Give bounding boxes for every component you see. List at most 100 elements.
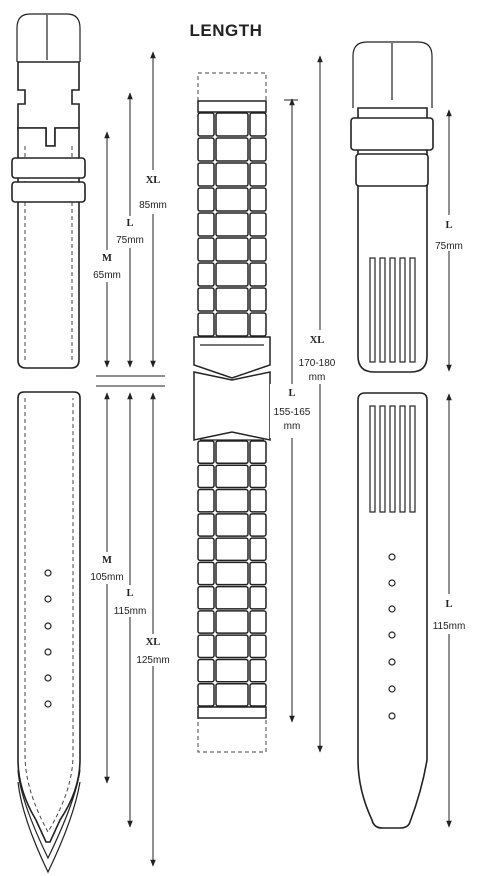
bracelet-link-segment: [197, 682, 215, 707]
label-bg: [270, 384, 314, 438]
left-strap-keeper-upper: [11, 157, 86, 179]
label-bg: [138, 170, 170, 214]
right-strap-hole: [388, 631, 396, 639]
right-strap-hole: [388, 685, 396, 693]
left-strap-tail-half: [17, 391, 81, 874]
label-bg: [114, 216, 146, 248]
dim-right-l-size-label: L: [445, 220, 452, 231]
diagram-title: LENGTH: [190, 21, 263, 40]
left-strap-hole: [44, 595, 52, 603]
bracelet-link-segment: [197, 513, 215, 537]
right-strap-hole: [388, 553, 396, 561]
label-bg: [298, 330, 342, 384]
left-strap-tail-l-outline: [17, 769, 81, 860]
bracelet-end-link-top: [197, 100, 267, 113]
left-strap-keeper-lower: [11, 181, 86, 203]
bracelet-link-segment: [215, 682, 249, 707]
left-strap-hole: [44, 569, 52, 577]
bracelet-link-segment: [249, 440, 267, 465]
bracelet-link-segment: [197, 658, 215, 683]
bracelet-link-segment: [249, 212, 267, 237]
dim-right-l-length-label: 75mm: [435, 241, 463, 252]
bracelet-link-segment: [249, 585, 267, 610]
dim-m-length-label: 105mm: [90, 572, 123, 583]
bracelet-link-segment: [197, 312, 215, 337]
bracelet-link-segment: [249, 658, 267, 683]
dim-xl-size-label: XL: [146, 637, 161, 648]
right-buckle-frame: [352, 41, 433, 108]
bracelet-link-segment: [249, 561, 267, 586]
bracelet-link-segment: [215, 610, 249, 634]
dim-m-size-label: M: [102, 555, 112, 566]
bracelet-link-segment: [249, 237, 267, 262]
bracelet-link-segment: [249, 610, 267, 634]
bracelet-link-segment: [197, 488, 215, 513]
bracelet-clasp-cover: [193, 336, 271, 379]
right-strap-holes: [388, 553, 396, 720]
strap-groove: [409, 405, 416, 513]
left-strap-tail-xl-outline: [17, 781, 81, 874]
dim-bracelet-xl-length-label: 170-180: [299, 358, 336, 369]
right-strap-hole: [388, 712, 396, 720]
bracelet-link-segment: [249, 634, 267, 659]
bracelet-link-segment: [197, 634, 215, 659]
label-bg: [112, 585, 148, 617]
bracelet-link-segment: [197, 237, 215, 262]
bracelet-links-lower: [197, 440, 267, 707]
bracelet-link-segment: [197, 585, 215, 610]
left-strap-holes: [44, 569, 52, 708]
bracelet-link-segment: [197, 537, 215, 562]
bracelet-links-upper: [197, 112, 267, 337]
bracelet-link-segment: [249, 262, 267, 287]
bracelet-end-link-bottom: [197, 706, 267, 719]
strap-groove: [399, 405, 406, 513]
left-buckle-dimensions: XL 85mm L 75mm M 65mm: [91, 51, 170, 377]
strap-groove: [389, 257, 396, 363]
bracelet-link-segment: [249, 187, 267, 212]
strap-groove: [409, 257, 416, 363]
bracelet-link-segment: [215, 137, 249, 162]
right-strap-buckle-half: [350, 41, 434, 373]
dim-right-l-length-label: 115mm: [433, 621, 466, 632]
label-bg: [135, 634, 171, 666]
bracelet-link-segment: [215, 488, 249, 513]
bracelet-xl-extension-top: [197, 72, 267, 104]
bracelet-link-segment: [249, 112, 267, 137]
dim-m-size-label: M: [102, 253, 112, 264]
bracelet-link-segment: [197, 464, 215, 489]
bracelet-link-segment: [215, 112, 249, 137]
strap-groove: [369, 257, 376, 363]
dim-xl-length-label: 125mm: [136, 655, 169, 666]
left-strap-hole: [44, 700, 52, 708]
dim-bracelet-l-size-label: L: [288, 388, 295, 399]
strap-groove: [379, 405, 386, 513]
strap-groove: [379, 257, 386, 363]
right-strap-dimensions: L 75mm L 115mm: [430, 109, 470, 828]
label-bg: [432, 215, 468, 251]
bracelet-link-segment: [197, 287, 215, 312]
right-strap-hole: [388, 605, 396, 613]
bracelet-link-segment: [249, 137, 267, 162]
bracelet-link-segment: [197, 212, 215, 237]
bracelet-link-segment: [215, 187, 249, 212]
bracelet-link-segment: [249, 312, 267, 337]
bracelet-dimensions: XL 170-180 mm L 155-165 mm: [270, 55, 342, 753]
bracelet-link-segment: [197, 440, 215, 465]
dim-xl-length-label: 85mm: [139, 200, 167, 211]
bracelet-link-segment: [197, 610, 215, 634]
dim-m-length-label: 65mm: [93, 270, 121, 281]
bracelet-link-segment: [215, 440, 249, 465]
bracelet-link-segment: [249, 513, 267, 537]
dim-bracelet-l-length-label: 155-165: [274, 407, 311, 418]
bracelet-link-segment: [215, 262, 249, 287]
dim-l-size-label: L: [126, 588, 133, 599]
bracelet-link-segment: [197, 187, 215, 212]
bracelet-link-segment: [249, 537, 267, 562]
bracelet-link-segment: [215, 464, 249, 489]
left-strap-hole: [44, 674, 52, 682]
bracelet-clasp-edge: [200, 344, 264, 441]
right-strap-tail-half: [357, 392, 428, 829]
dim-bracelet-xl-unit-label: mm: [309, 372, 326, 383]
bracelet-link-segment: [249, 488, 267, 513]
